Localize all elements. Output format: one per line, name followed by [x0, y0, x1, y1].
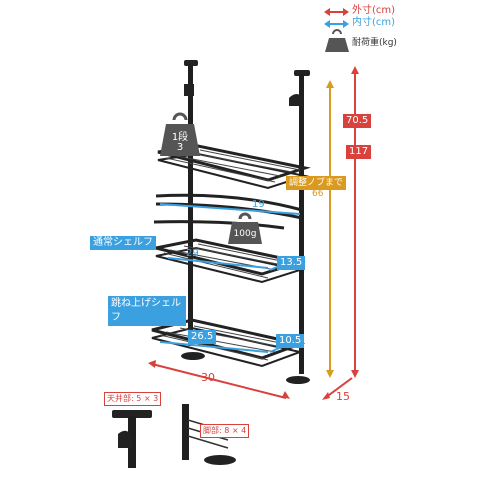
depth-dimension: [322, 377, 353, 400]
width-label: 30: [201, 371, 215, 384]
weight-block-top: [160, 112, 200, 156]
top-shelf-load: 3: [176, 142, 184, 153]
adjust-knob-dimension: [326, 80, 334, 378]
height-dimension: [351, 66, 359, 378]
legend-load-label: 耐荷重(kg): [352, 38, 397, 48]
weight-icon: [325, 29, 349, 52]
legend-inner-label: 内寸(cm): [352, 17, 396, 28]
middle-depth-label: 13.5: [277, 256, 306, 270]
foot-part-label: 脚部: 8 × 4: [200, 424, 250, 438]
middle-width-dimension: [167, 257, 269, 269]
left-pole: [184, 60, 198, 346]
adjust-knob-value: 66: [312, 189, 324, 199]
right-pole: [289, 70, 310, 374]
legend-outer-label: 外寸(cm): [352, 5, 396, 16]
ceiling-detail: [112, 410, 152, 468]
bottom-width-dimension: [159, 341, 269, 353]
flip-shelf-label: 跳ね上げシェルフ: [108, 296, 186, 326]
normal-shelf-label: 通常シェルフ: [90, 236, 156, 250]
top-shelf-tag: 1段: [171, 132, 189, 143]
depth-label: 15: [336, 390, 350, 403]
outer-arrow-icon: [324, 8, 349, 16]
bottom-depth-label: 10.5: [276, 334, 305, 348]
feet: [181, 352, 310, 384]
height-min-label: 70.5: [343, 114, 372, 128]
middle-shelf-load: 100g: [233, 229, 257, 239]
upper-span-label: 19: [252, 199, 265, 210]
adjust-knob-label: 調整ノブまで: [286, 176, 347, 190]
weight-block-mid: [228, 212, 262, 244]
ceiling-part-label: 天井部: 5 × 3: [104, 392, 162, 406]
bottom-width-label: 26.5: [188, 330, 217, 344]
width-dimension: [148, 360, 290, 399]
inner-arrow-icon: [324, 20, 349, 28]
upper-span-dimension: [159, 203, 301, 215]
middle-width-label: 29: [186, 248, 199, 259]
height-max-label: 117: [346, 145, 372, 159]
